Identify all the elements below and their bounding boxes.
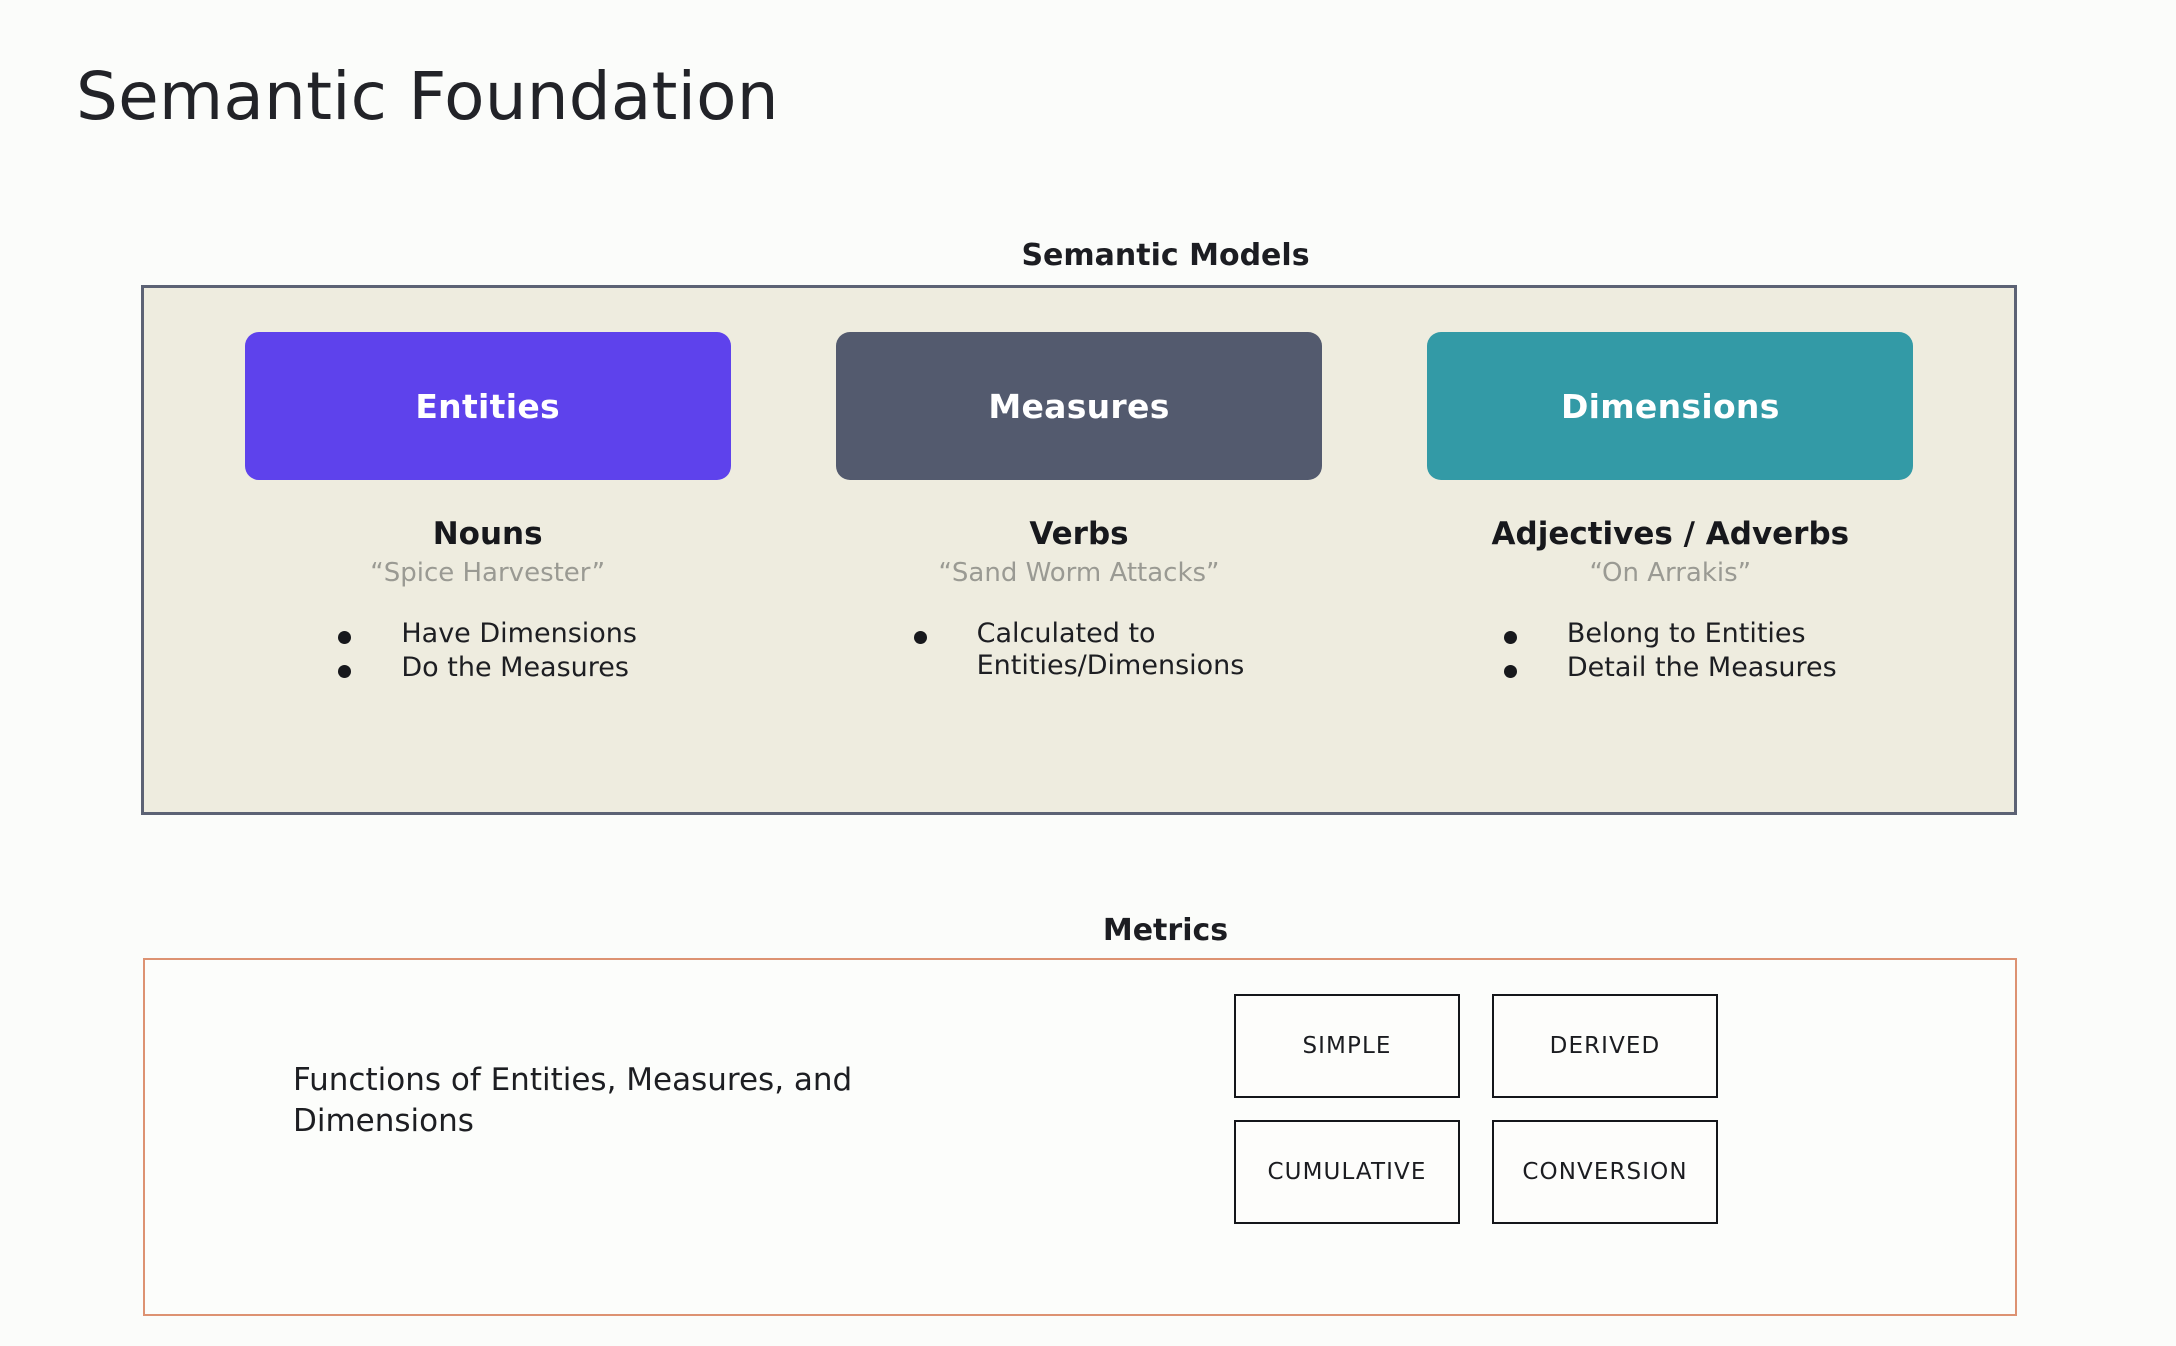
semantic-model-column-dimensions: Dimensions Adjectives / Adverbs “On Arra… (1375, 332, 1966, 812)
entities-example: “Spice Harvester” (370, 558, 606, 588)
semantic-models-columns: Entities Nouns “Spice Harvester” Have Di… (144, 288, 2014, 812)
list-item: Do the Measures (338, 652, 637, 684)
grid-spacer (1460, 1120, 1492, 1224)
entities-chip[interactable]: Entities (244, 332, 731, 480)
metrics-heading: Metrics (1102, 913, 1229, 948)
dimensions-example: “On Arrakis” (1589, 558, 1752, 588)
bullet-dot-icon (1503, 664, 1517, 678)
entities-bullet-1: Do the Measures (401, 651, 629, 683)
bullet-dot-icon (338, 631, 352, 644)
grid-spacer (1234, 1098, 1460, 1120)
semantic-models-heading: Semantic Models (1021, 238, 1310, 273)
semantic-models-panel: Entities Nouns “Spice Harvester” Have Di… (141, 285, 2017, 815)
list-item: Calculated to Entities/Dimensions (913, 618, 1245, 682)
entities-bullet-list: Have Dimensions Do the Measures (338, 618, 637, 686)
measures-example: “Sand Worm Attacks” (938, 558, 1220, 588)
entities-bullet-0: Have Dimensions (401, 618, 637, 649)
grid-spacer (1460, 1098, 1492, 1120)
measures-bullet-list: Calculated to Entities/Dimensions (913, 618, 1245, 684)
metric-type-conversion[interactable]: CONVERSION (1492, 1120, 1718, 1224)
semantic-model-column-entities: Entities Nouns “Spice Harvester” Have Di… (192, 332, 783, 812)
dimensions-chip[interactable]: Dimensions (1427, 332, 1914, 480)
metrics-type-grid: SIMPLE DERIVED CUMULATIVE CONVERSION (1234, 994, 1718, 1224)
list-item: Detail the Measures (1503, 651, 1837, 684)
semantic-model-column-measures: Measures Verbs “Sand Worm Attacks” Calcu… (783, 332, 1374, 812)
metric-type-cumulative[interactable]: CUMULATIVE (1234, 1120, 1460, 1224)
measures-bullet-0: Calculated to Entities/Dimensions (976, 618, 1245, 681)
dimensions-bullet-list: Belong to Entities Detail the Measures (1503, 618, 1837, 686)
metrics-panel: Functions of Entities, Measures, and Dim… (143, 958, 2017, 1316)
list-item: Have Dimensions (338, 618, 637, 650)
measures-part-of-speech: Verbs (1029, 516, 1129, 552)
metric-type-derived[interactable]: DERIVED (1492, 994, 1718, 1098)
grid-spacer (1492, 1098, 1718, 1120)
metric-type-simple[interactable]: SIMPLE (1234, 994, 1460, 1098)
grid-spacer (1460, 994, 1492, 1098)
bullet-dot-icon (913, 631, 927, 644)
dimensions-bullet-0: Belong to Entities (1566, 618, 1806, 649)
list-item: Belong to Entities (1503, 618, 1837, 650)
metrics-description: Functions of Entities, Measures, and Dim… (293, 1062, 853, 1140)
entities-part-of-speech: Nouns (432, 516, 543, 552)
dimensions-bullet-1: Detail the Measures (1566, 651, 1837, 683)
page-title: Semantic Foundation (76, 58, 779, 135)
dimensions-part-of-speech: Adjectives / Adverbs (1491, 516, 1850, 552)
measures-chip[interactable]: Measures (835, 332, 1322, 480)
bullet-dot-icon (338, 664, 352, 678)
bullet-dot-icon (1503, 631, 1517, 644)
